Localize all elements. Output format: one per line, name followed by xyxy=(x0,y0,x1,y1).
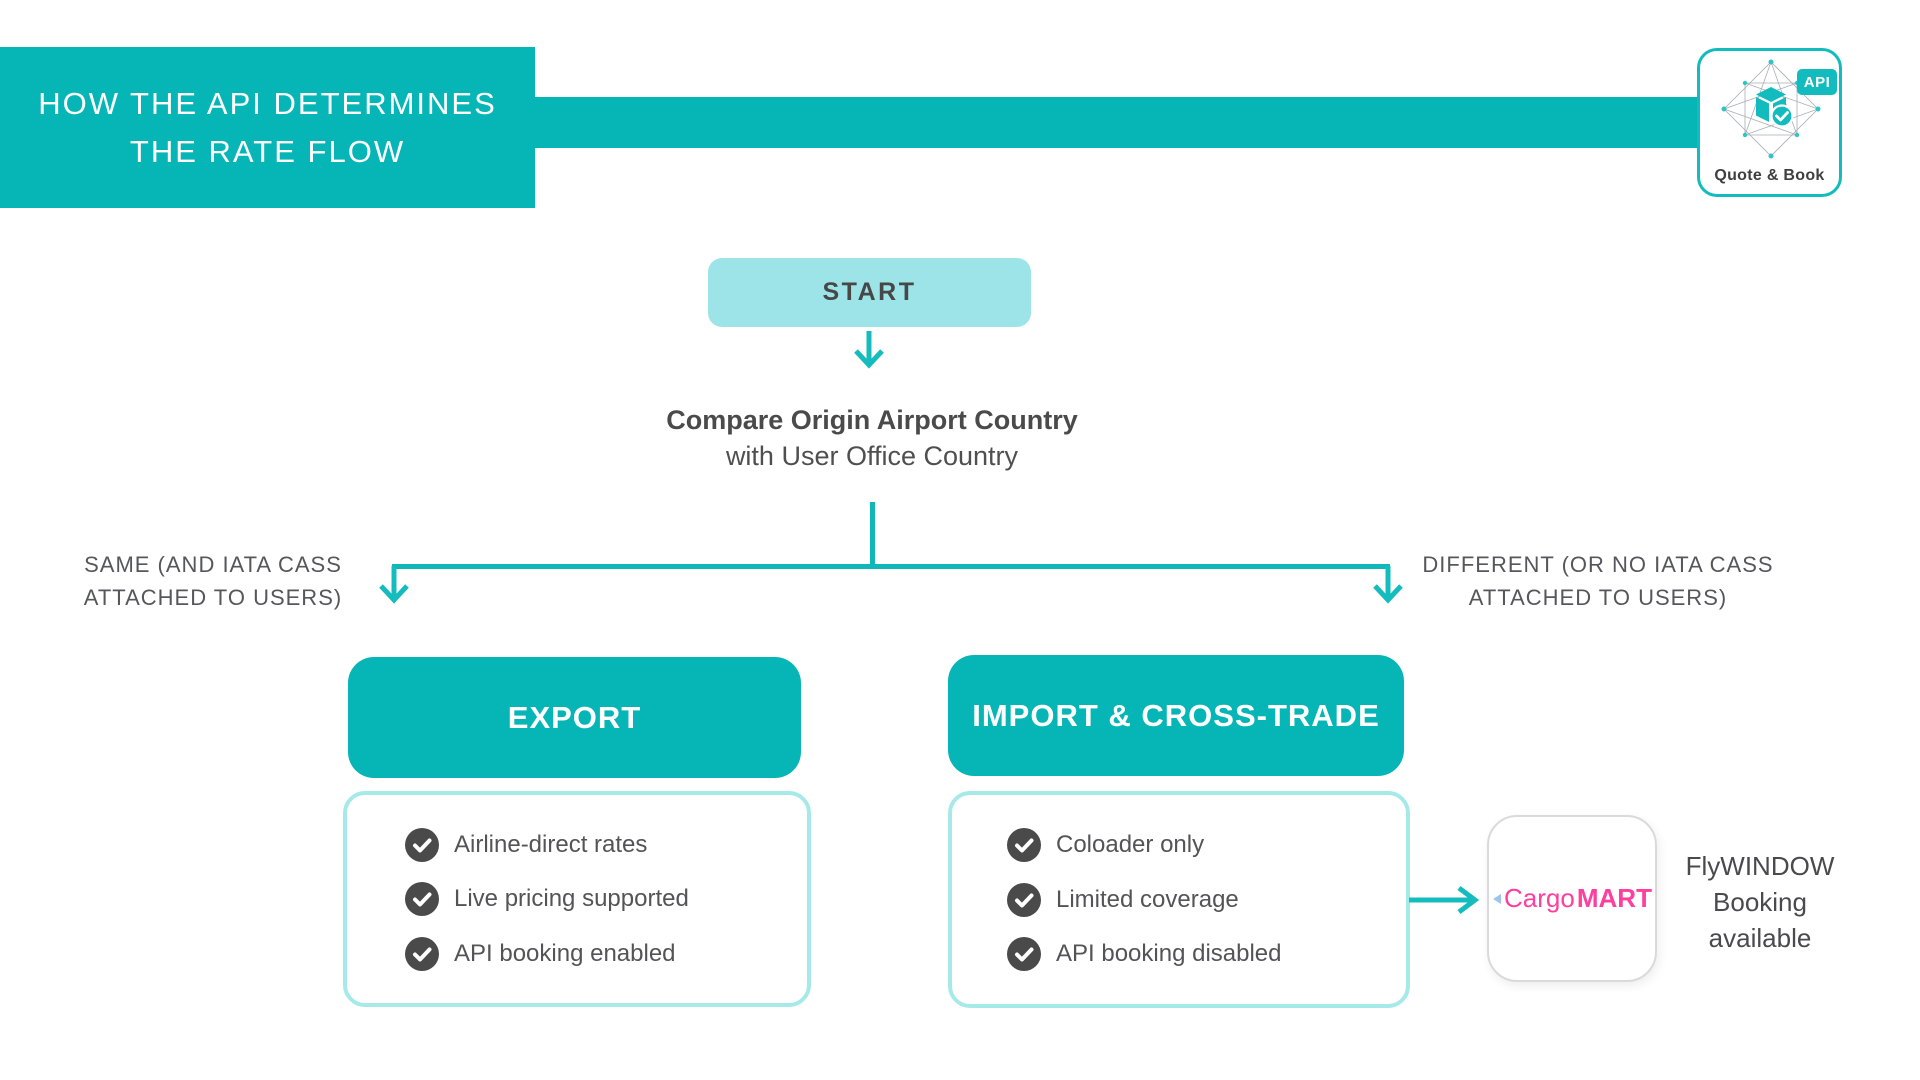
title-line-1: HOW THE API DETERMINES xyxy=(38,85,497,121)
check-circle-icon xyxy=(405,827,439,862)
list-item: Limited coverage xyxy=(1007,882,1406,917)
branch-vertical-line xyxy=(870,502,875,566)
arrow-down-start-icon xyxy=(854,331,884,369)
branch-label-left-line2: ATTACHED TO USERS) xyxy=(83,585,343,610)
cargomart-brand-bold: MART xyxy=(1576,883,1652,913)
check-circle-icon xyxy=(1007,937,1041,972)
compare-step: Compare Origin Airport Country with User… xyxy=(572,402,1172,474)
check-circle-icon xyxy=(1007,882,1041,917)
header-title-banner: HOW THE API DETERMINES THE RATE FLOW xyxy=(0,47,535,208)
compare-subtitle: with User Office Country xyxy=(725,441,1019,471)
list-item: Coloader only xyxy=(1007,827,1406,862)
branch-label-left-line1: SAME (AND IATA CASS xyxy=(84,552,342,577)
export-header-box: EXPORT xyxy=(348,657,801,778)
list-item: API booking enabled xyxy=(405,936,807,971)
list-item-label: API booking disabled xyxy=(1056,940,1282,968)
list-item-label: Live pricing supported xyxy=(454,885,689,912)
compare-title: Compare Origin Airport Country xyxy=(666,405,1078,435)
start-button: START xyxy=(708,258,1031,327)
quote-book-logo-card: API Quote & Book xyxy=(1697,48,1842,197)
title-line-2: THE RATE FLOW xyxy=(129,133,406,169)
list-item: Live pricing supported xyxy=(405,882,807,916)
branch-label-right-line1: DIFFERENT (OR NO IATA CASS xyxy=(1422,552,1774,577)
import-header-box: IMPORT & CROSS-TRADE xyxy=(948,655,1404,776)
check-circle-icon xyxy=(1007,827,1041,862)
check-circle-icon xyxy=(405,936,439,971)
header-bar xyxy=(420,97,1770,148)
list-item-label: Airline-direct rates xyxy=(454,830,648,858)
cargomart-plane-icon xyxy=(1493,893,1502,904)
arrow-down-right-branch-icon xyxy=(1373,566,1403,604)
arrow-right-cargomart-icon xyxy=(1409,886,1480,914)
flywindow-line1: FlyWINDOW xyxy=(1685,851,1835,881)
list-item-label: API booking enabled xyxy=(454,939,676,967)
flywindow-note: FlyWINDOW Booking available xyxy=(1672,848,1848,956)
arrow-down-left-branch-icon xyxy=(379,566,409,604)
branch-horizontal-line xyxy=(392,564,1390,569)
list-item-label: Coloader only xyxy=(1056,830,1205,858)
list-item: Airline-direct rates xyxy=(405,827,807,862)
flywindow-line2: Booking xyxy=(1713,887,1807,917)
import-detail-card: Coloader only Limited coverage API booki… xyxy=(948,791,1410,1008)
api-badge: API xyxy=(1797,69,1837,95)
export-detail-card: Airline-direct rates Live pricing suppor… xyxy=(343,791,811,1007)
list-item-label: Limited coverage xyxy=(1056,885,1239,913)
quote-book-caption: Quote & Book xyxy=(1714,167,1825,184)
list-item: API booking disabled xyxy=(1007,937,1406,972)
cargomart-brand-regular: Cargo xyxy=(1504,883,1575,913)
flywindow-line3: available xyxy=(1708,923,1812,953)
check-circle-icon xyxy=(405,882,439,916)
branch-label-left: SAME (AND IATA CASS ATTACHED TO USERS) xyxy=(48,548,378,614)
branch-label-right-line2: ATTACHED TO USERS) xyxy=(1468,585,1728,610)
branch-label-right: DIFFERENT (OR NO IATA CASS ATTACHED TO U… xyxy=(1418,548,1778,614)
